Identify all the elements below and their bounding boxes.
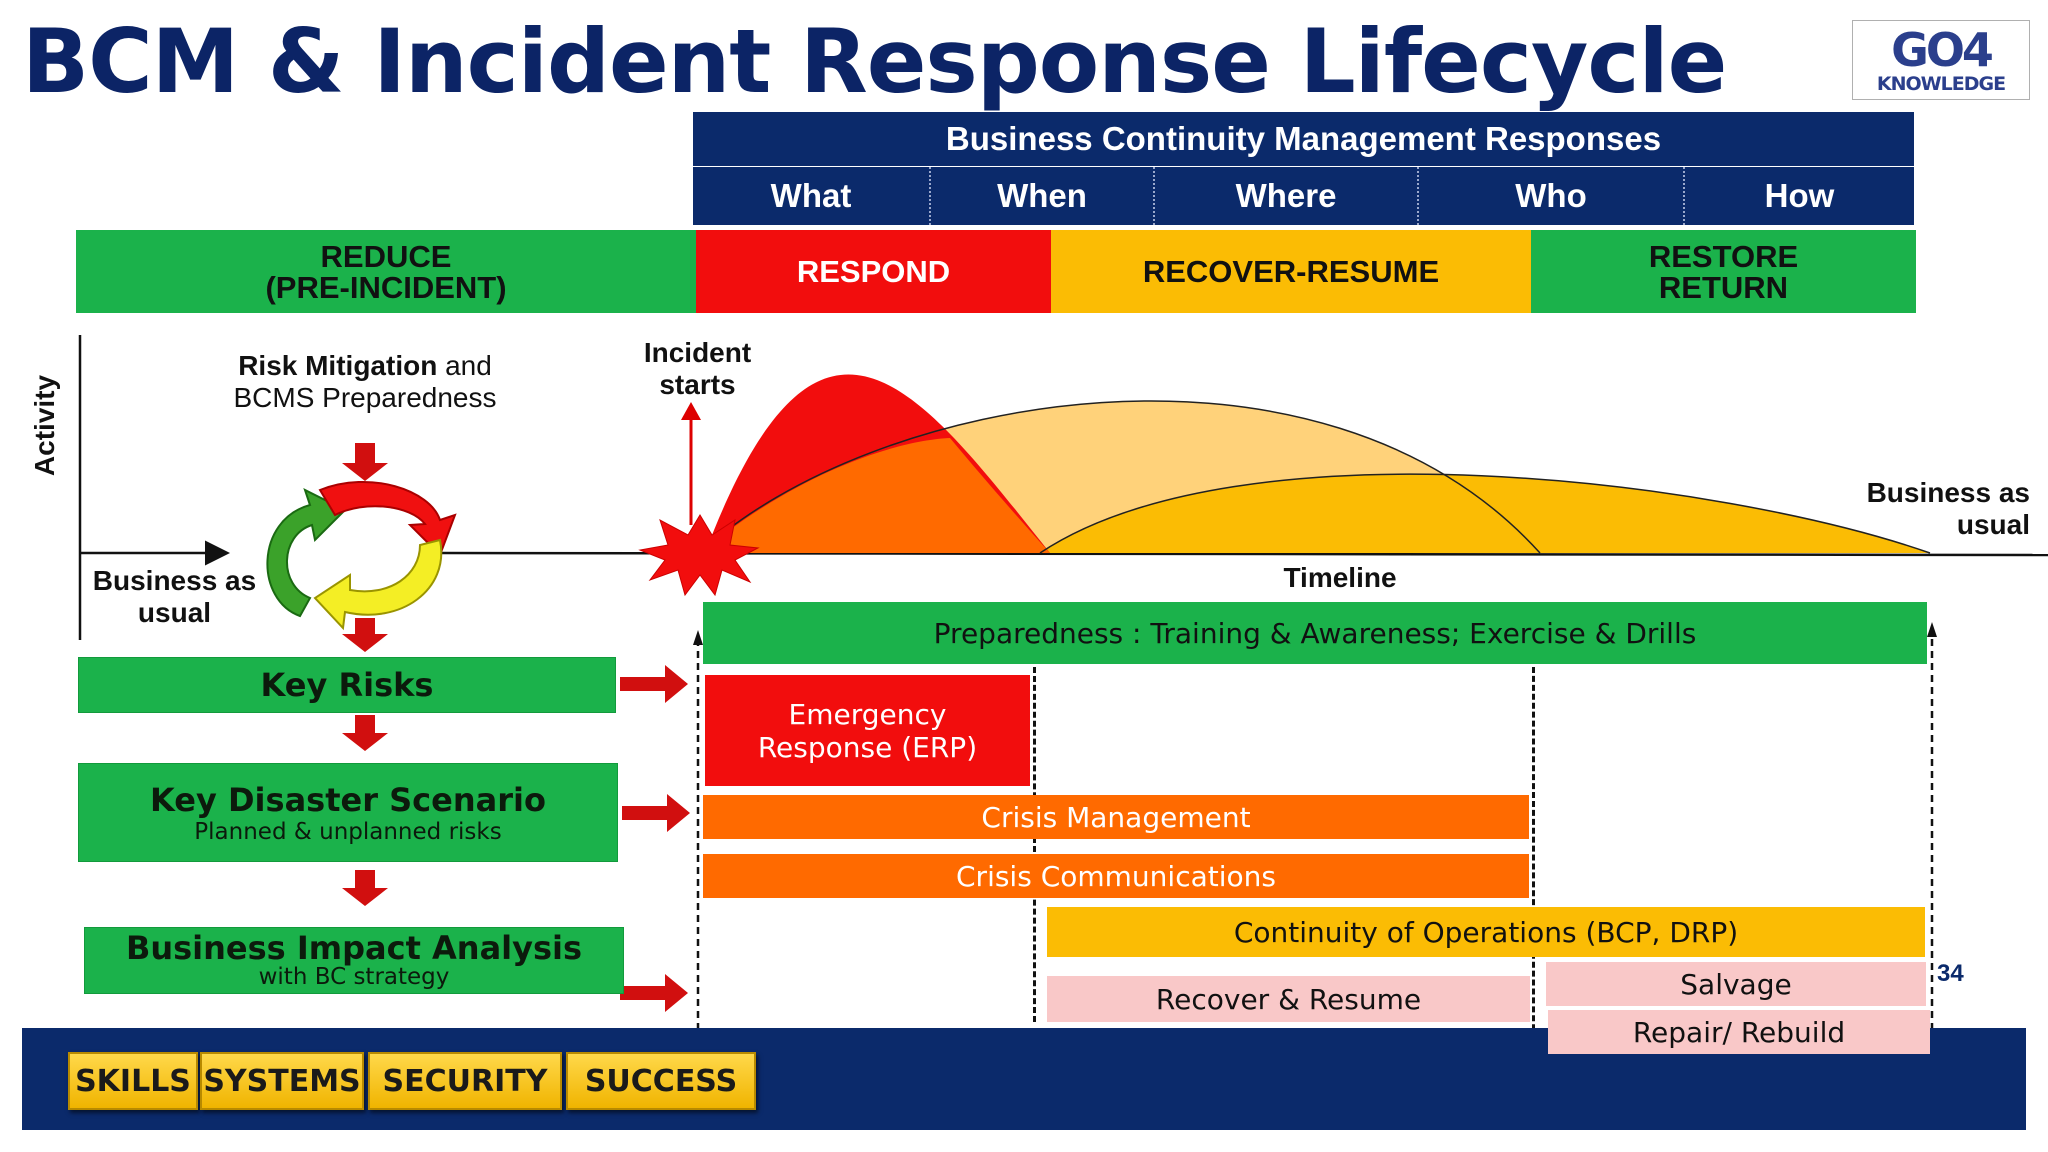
phase-reduce-line1: REDUCE <box>320 238 452 274</box>
incident-starts-label: Incident starts <box>620 337 775 401</box>
recover-curve-outline <box>699 400 1541 554</box>
preparedness-bar: Preparedness : Training & Awareness; Exe… <box>703 602 1927 664</box>
question-how: How <box>1685 167 1914 225</box>
footer-badge-success: SUCCESS <box>566 1052 756 1110</box>
respond-separator <box>1033 667 1036 1022</box>
footer-badge-security: SECURITY <box>368 1052 562 1110</box>
timeline-label: Timeline <box>1283 562 1397 593</box>
bau-left-line1: Business as <box>92 565 257 596</box>
flow-arrows <box>342 443 690 1012</box>
y-axis-label: Activity <box>28 374 60 477</box>
page-title: BCM & Incident Response Lifecycle <box>22 10 1727 113</box>
question-what: What <box>693 167 931 225</box>
erp-bar: Emergency Response (ERP) <box>705 675 1030 786</box>
crisis-overlap-area <box>700 438 1050 553</box>
cycle-arrows-icon <box>266 481 457 631</box>
bia-sub: with BC strategy <box>258 963 450 990</box>
key-disaster-title: Key Disaster Scenario <box>150 780 546 819</box>
bau-right-line2: usual <box>1956 509 2030 541</box>
key-disaster-sub: Planned & unplanned risks <box>194 818 502 845</box>
erp-line1: Emergency <box>788 697 947 731</box>
incident-starburst-icon <box>638 514 760 597</box>
risk-mitigation-bold: Risk Mitigation <box>238 350 438 381</box>
question-who: Who <box>1419 167 1685 225</box>
footer-badge-skills: SKILLS <box>68 1052 198 1110</box>
logo-text-bottom: KNOWLEDGE <box>1876 73 2006 95</box>
logo-text-top: GO4 <box>1891 23 1994 77</box>
bia-title: Business Impact Analysis <box>125 928 583 967</box>
question-when: When <box>931 167 1155 225</box>
company-logo: GO4 KNOWLEDGE <box>1852 20 2030 100</box>
bcms-preparedness-label: BCMS Preparedness <box>233 382 497 414</box>
bcm-header: Business Continuity Management Responses <box>693 112 1914 166</box>
bcm-question-row: What When Where Who How <box>693 167 1914 225</box>
phase-reduce-line2: (PRE-INCIDENT) <box>265 269 507 305</box>
risk-mitigation-label: Risk Mitigation and BCMS Preparedness <box>195 350 535 414</box>
bau-left-label: Business as usual <box>82 565 267 629</box>
restore-curve-outline <box>1039 473 1931 554</box>
risk-mitigation-and: and <box>437 350 492 381</box>
question-where: Where <box>1155 167 1419 225</box>
incident-line2: starts <box>659 369 736 401</box>
bau-left-line2: usual <box>137 597 212 629</box>
phase-respond: RESPOND <box>696 230 1051 313</box>
phase-recover-resume: RECOVER-RESUME <box>1051 230 1531 313</box>
recover-resume-bar: Recover & Resume <box>1047 976 1530 1022</box>
salvage-bar: Salvage <box>1546 962 1926 1006</box>
erp-line2: Response (ERP) <box>757 730 978 764</box>
phase-restore-return: RESTORE RETURN <box>1531 230 1916 313</box>
footer-badge-systems: SYSTEMS <box>200 1052 364 1110</box>
y-axis-label-wrap: Activity <box>20 374 70 477</box>
key-risks-box: Key Risks <box>78 657 616 713</box>
crisis-management-bar: Crisis Management <box>703 795 1529 839</box>
prep-left-arrow-icon <box>693 630 703 645</box>
bau-right-line1: Business as <box>1866 477 2030 508</box>
incident-line1: Incident <box>643 337 752 368</box>
bia-box: Business Impact Analysis with BC strateg… <box>84 927 624 994</box>
recover-separator <box>1532 667 1535 1057</box>
restore-curve <box>1040 474 1930 553</box>
page-number: 34 <box>1937 960 1964 987</box>
bau-right-label: Business as usual <box>1830 477 2030 541</box>
incident-arrow-head-icon <box>681 402 701 420</box>
repair-rebuild-bar: Repair/ Rebuild <box>1548 1010 1930 1054</box>
continuity-bar: Continuity of Operations (BCP, DRP) <box>1047 907 1925 957</box>
key-disaster-box: Key Disaster Scenario Planned & unplanne… <box>78 763 618 862</box>
phase-restore-line1: RESTORE <box>1648 238 1799 274</box>
phase-restore-line2: RETURN <box>1658 269 1789 305</box>
phase-reduce: REDUCE (PRE-INCIDENT) <box>76 230 696 313</box>
crisis-communications-bar: Crisis Communications <box>703 854 1529 898</box>
key-risks-label: Key Risks <box>260 666 434 704</box>
prep-right-arrow-icon <box>1927 622 1937 637</box>
